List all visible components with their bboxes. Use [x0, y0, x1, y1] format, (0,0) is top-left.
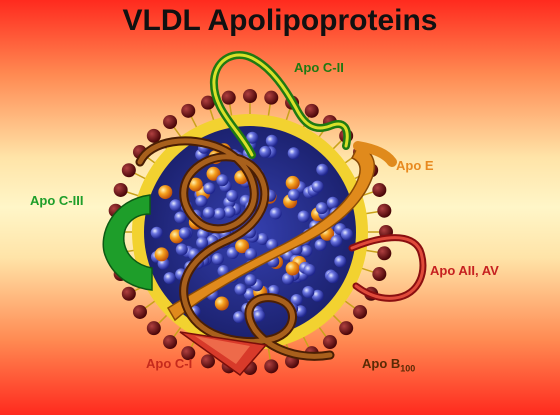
triglyceride-sphere: [175, 243, 188, 256]
triglyceride-sphere: [195, 195, 208, 208]
label-apo-c1: Apo C-I: [146, 356, 192, 371]
phospholipid-head: [146, 321, 161, 336]
triglyceride-sphere: [316, 163, 329, 176]
phospholipid-head: [181, 346, 196, 361]
label-apo-c2-text: Apo C-II: [294, 60, 344, 75]
phospholipid-head: [264, 359, 279, 374]
label-apo-b100-subscript: 100: [400, 363, 416, 374]
page-title: VLDL Apolipoproteins: [122, 4, 438, 37]
cholesterol-ester-sphere: [188, 177, 203, 192]
triglyceride-sphere: [311, 180, 324, 193]
triglyceride-sphere: [234, 283, 247, 296]
phospholipid-head: [377, 203, 392, 218]
triglyceride-sphere: [163, 272, 176, 285]
triglyceride-sphere: [169, 199, 182, 212]
label-apo-c2: Apo C-II: [294, 60, 344, 75]
triglyceride-sphere: [287, 147, 300, 160]
phospholipid-head: [121, 286, 136, 301]
triglyceride-sphere: [223, 205, 236, 218]
phospholipid-head: [200, 95, 215, 110]
phospholipid-head: [163, 335, 178, 350]
triglyceride-sphere: [287, 188, 300, 201]
label-apo-a2-av: Apo AII, AV: [430, 263, 499, 278]
phospholipid-head: [353, 304, 368, 319]
cholesterol-ester-sphere: [285, 175, 300, 190]
phospholipid-head: [200, 354, 215, 369]
phospholipid-head: [221, 90, 236, 105]
phospholipid-head: [132, 304, 147, 319]
triglyceride-sphere: [302, 286, 315, 298]
cholesterol-ester-sphere: [158, 185, 173, 200]
phospholipid-head: [372, 182, 387, 197]
phospholipid-head: [322, 335, 337, 350]
phospholipid-head: [243, 89, 257, 103]
triglyceride-sphere: [330, 235, 343, 248]
label-apo-c3: Apo C-III: [30, 193, 83, 208]
phospholipid-head: [121, 163, 136, 178]
triglyceride-sphere: [340, 228, 353, 241]
triglyceride-sphere: [203, 182, 216, 195]
triglyceride-sphere: [256, 233, 269, 245]
cholesterol-ester-sphere: [154, 247, 169, 262]
triglyceride-sphere: [244, 274, 257, 287]
cholesterol-ester-sphere: [214, 296, 229, 311]
triglyceride-sphere: [300, 245, 313, 257]
phospholipid-head: [339, 321, 354, 336]
phospholipid-head: [372, 267, 387, 282]
label-apo-e: Apo E: [396, 158, 434, 173]
triglyceride-sphere: [243, 288, 256, 301]
triglyceride-sphere: [334, 255, 347, 268]
apo-c3-protein: [102, 194, 153, 291]
triglyceride-sphere: [311, 289, 324, 302]
label-apo-b100-text: Apo B: [362, 356, 401, 371]
triglyceride-sphere: [196, 236, 209, 249]
triglyceride-sphere: [265, 134, 278, 147]
triglyceride-sphere: [202, 206, 215, 219]
triglyceride-sphere: [282, 272, 294, 285]
triglyceride-sphere: [326, 196, 339, 209]
triglyceride-sphere: [297, 210, 310, 223]
label-apo-b100: Apo B100: [362, 356, 415, 374]
triglyceride-sphere: [150, 226, 163, 239]
cholesterol-ester-sphere: [206, 166, 221, 181]
label-apo-e-text: Apo E: [396, 158, 434, 173]
triglyceride-sphere: [269, 207, 282, 220]
phospholipid-head: [163, 114, 178, 129]
triglyceride-sphere: [253, 309, 266, 322]
cholesterol-ester-sphere: [235, 239, 250, 254]
triglyceride-sphere: [216, 174, 229, 187]
phospholipid-head: [146, 128, 161, 143]
phospholipid-head: [181, 103, 196, 118]
phospholipid-head: [264, 90, 279, 105]
triglyceride-sphere: [314, 239, 327, 251]
triglyceride-sphere: [174, 211, 187, 224]
phospholipid-head: [304, 103, 319, 118]
triglyceride-sphere: [246, 131, 259, 144]
triglyceride-sphere: [326, 271, 339, 284]
triglyceride-sphere: [233, 311, 246, 324]
triglyceride-sphere: [259, 145, 272, 158]
triglyceride-sphere: [213, 207, 226, 220]
label-apo-c3-text: Apo C-III: [30, 193, 84, 208]
label-apo-a2-av-text: Apo AII, AV: [430, 263, 499, 278]
triglyceride-sphere: [244, 248, 257, 261]
triglyceride-sphere: [303, 264, 316, 276]
triglyceride-sphere: [178, 227, 191, 240]
label-apo-c1-text: Apo C-I: [146, 356, 193, 371]
triglyceride-sphere: [211, 253, 224, 265]
triglyceride-sphere: [226, 189, 239, 202]
triglyceride-sphere: [226, 247, 239, 259]
phospholipid-head: [113, 182, 128, 197]
cholesterol-ester-sphere: [285, 261, 300, 276]
triglyceride-sphere: [315, 202, 328, 215]
phospholipid-head: [377, 246, 392, 261]
